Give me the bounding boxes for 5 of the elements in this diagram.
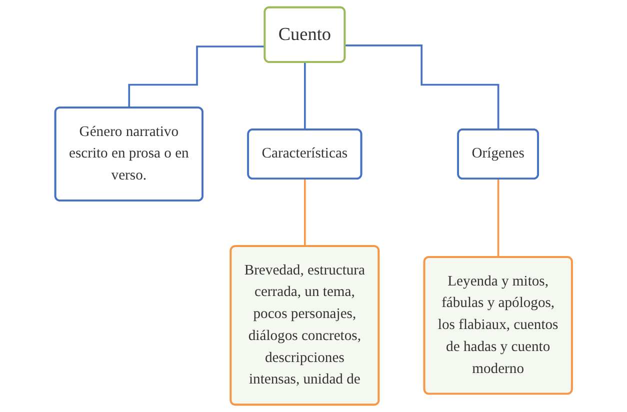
connector — [128, 46, 266, 109]
connector — [345, 44, 500, 131]
connector — [304, 178, 306, 248]
connector — [304, 62, 306, 131]
connector — [497, 178, 500, 258]
